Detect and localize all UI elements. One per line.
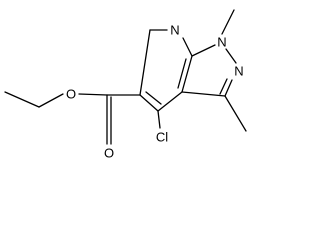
- bond-c4-c5: [139, 94, 159, 112]
- atom-label-n2: N: [234, 64, 243, 79]
- atom-label-ester-o: O: [66, 87, 76, 102]
- bond-ch2-ch3: [4, 91, 40, 108]
- bond-c4-c5-inner: [145, 91, 162, 105]
- atom-label-n-pyridine: N: [170, 23, 179, 38]
- bond-ester-o-ch2: [38, 93, 64, 108]
- bond-c3-c3a: [181, 91, 226, 97]
- bond-c3-methyl: [224, 95, 247, 132]
- bond-n1-methyl: [221, 9, 235, 35]
- bond-n2-c3: [224, 79, 233, 97]
- bond-n1-n2: [225, 48, 237, 64]
- bond-n2-c3-inner: [219, 78, 228, 95]
- chemical-structure: N N N O O Cl: [4, 9, 247, 161]
- bond-c7a-c3a: [181, 55, 193, 93]
- atom-label-carbonyl-o: O: [104, 146, 114, 161]
- bond-c7a-n1: [191, 44, 216, 57]
- bond-c7a-c3a-inner: [177, 58, 187, 89]
- bond-carbonyl-ester-o: [78, 93, 108, 96]
- bond-c4-cl: [157, 110, 161, 129]
- atom-labels: N N N O O Cl: [66, 23, 244, 161]
- bond-c5-c6: [139, 29, 151, 96]
- bonds: [4, 9, 247, 145]
- atom-label-n1: N: [217, 35, 226, 50]
- atom-label-chlorine: Cl: [156, 130, 168, 145]
- bond-n7-c7a: [182, 37, 193, 57]
- bond-c3a-c4: [157, 91, 183, 112]
